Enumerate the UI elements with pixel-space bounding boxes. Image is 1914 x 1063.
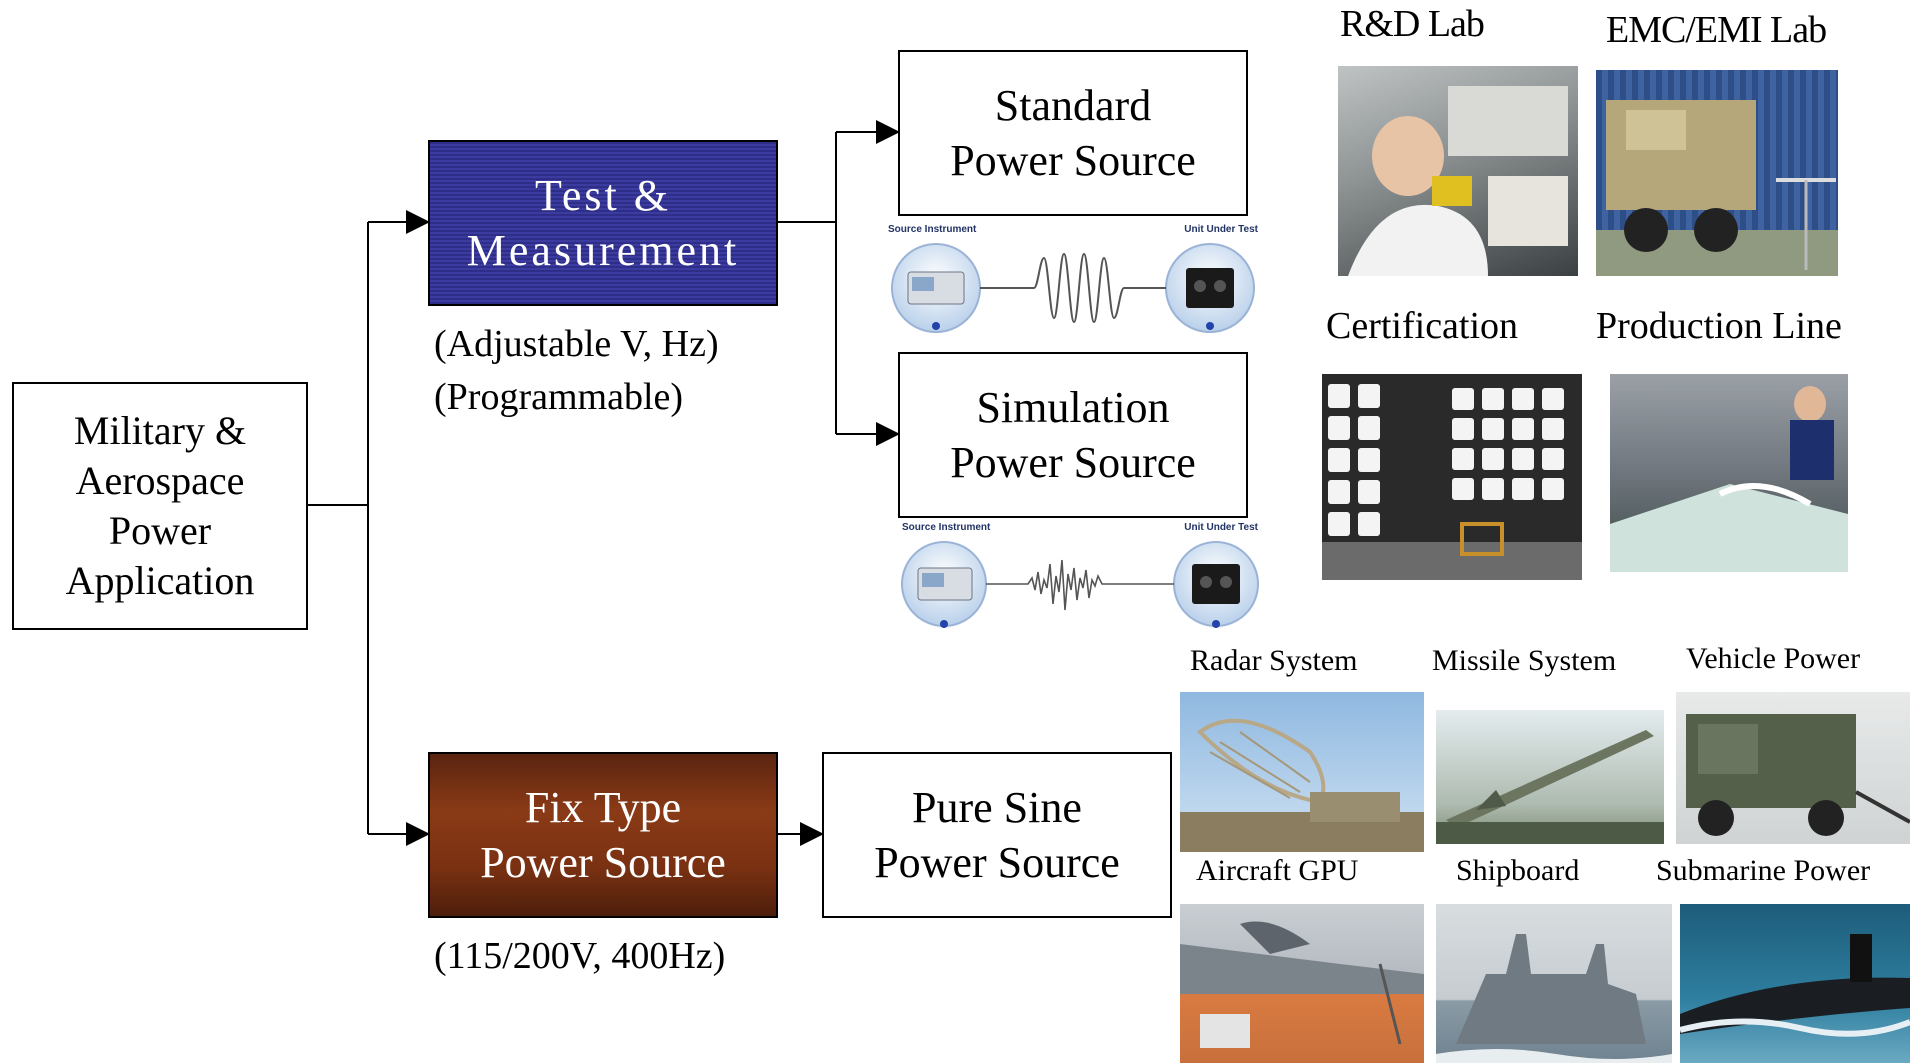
app-label-missile: Missile System xyxy=(1432,644,1617,677)
simulation-line-2: Power Source xyxy=(950,438,1196,487)
fix-line-2: Power Source xyxy=(480,838,726,887)
simulation-waveform-panel: Source Instrument Unit Under Test xyxy=(898,520,1262,632)
standard-waveform-panel: Source Instrument Unit Under Test xyxy=(884,222,1262,334)
app-label-submarine: Submarine Power xyxy=(1656,854,1871,887)
app-label-shipboard: Shipboard xyxy=(1456,854,1580,887)
tm-line-1: Test & xyxy=(535,171,671,220)
rd-lab-photo xyxy=(1338,66,1578,276)
simulation-line-1: Simulation xyxy=(976,383,1170,432)
root-box: Military & Aerospace Power Application xyxy=(12,382,308,630)
root-line-3: Power xyxy=(108,508,212,553)
radar-system-photo xyxy=(1180,692,1424,852)
distorted-wave-graphic xyxy=(901,541,1259,628)
production-line-illustration xyxy=(1610,386,1848,572)
rd-lab-illustration xyxy=(1348,86,1568,276)
tm-notes: (Adjustable V, Hz) (Programmable) xyxy=(434,318,719,424)
simulation-source-box: Simulation Power Source xyxy=(898,352,1248,518)
source-instrument-label-2: Source Instrument xyxy=(902,522,991,533)
fix-line-1: Fix Type xyxy=(524,783,682,832)
aircraft-gpu-photo xyxy=(1180,904,1424,1063)
standard-line-2: Power Source xyxy=(950,136,1196,185)
unit-under-test-label-2: Unit Under Test xyxy=(1184,522,1258,533)
vehicle-illustration xyxy=(1686,714,1910,836)
pure-sine-line-1: Pure Sine xyxy=(912,783,1082,832)
shipboard-photo xyxy=(1436,904,1672,1063)
certification-photo xyxy=(1322,374,1582,580)
radar-illustration xyxy=(1180,718,1424,852)
sine-wave-graphic xyxy=(891,243,1255,333)
tm-line-2: Measurement xyxy=(466,226,740,275)
emc-lab-photo xyxy=(1596,70,1838,276)
lab-label-production: Production Line xyxy=(1596,305,1842,347)
lab-label-certification: Certification xyxy=(1326,305,1519,347)
standard-source-box: Standard Power Source xyxy=(898,50,1248,216)
root-line-4: Application xyxy=(65,558,255,603)
submarine-power-photo xyxy=(1680,904,1910,1063)
missile-system-photo xyxy=(1436,710,1664,844)
vehicle-power-photo xyxy=(1676,692,1910,844)
lab-label-emc: EMC/EMI Lab xyxy=(1606,9,1827,51)
tm-note-adjustable: (Adjustable V, Hz) xyxy=(434,323,719,365)
emc-lab-illustration xyxy=(1596,100,1838,276)
root-line-2: Aerospace xyxy=(75,458,245,503)
lab-label-rd: R&D Lab xyxy=(1340,3,1485,45)
app-label-aircraft: Aircraft GPU xyxy=(1196,854,1359,887)
certification-illustration xyxy=(1322,384,1582,580)
standard-line-1: Standard xyxy=(994,81,1152,130)
unit-under-test-label: Unit Under Test xyxy=(1184,224,1258,235)
pure-sine-box: Pure Sine Power Source xyxy=(822,752,1172,918)
root-line-1: Military & xyxy=(73,408,247,453)
submarine-illustration xyxy=(1680,934,1910,1037)
app-label-vehicle: Vehicle Power xyxy=(1686,642,1861,675)
missile-illustration xyxy=(1436,730,1664,844)
aircraft-illustration xyxy=(1180,921,1424,1048)
ship-illustration xyxy=(1436,934,1672,1063)
source-instrument-label: Source Instrument xyxy=(888,224,977,235)
fix-type-box: Fix Type Power Source xyxy=(428,752,778,918)
production-line-photo xyxy=(1610,374,1848,572)
fix-note: (115/200V, 400Hz) xyxy=(434,935,726,977)
tm-note-programmable: (Programmable) xyxy=(434,376,684,419)
pure-sine-line-2: Power Source xyxy=(874,838,1120,887)
app-label-radar: Radar System xyxy=(1190,644,1358,677)
test-measurement-box: Test & Measurement xyxy=(428,140,778,306)
